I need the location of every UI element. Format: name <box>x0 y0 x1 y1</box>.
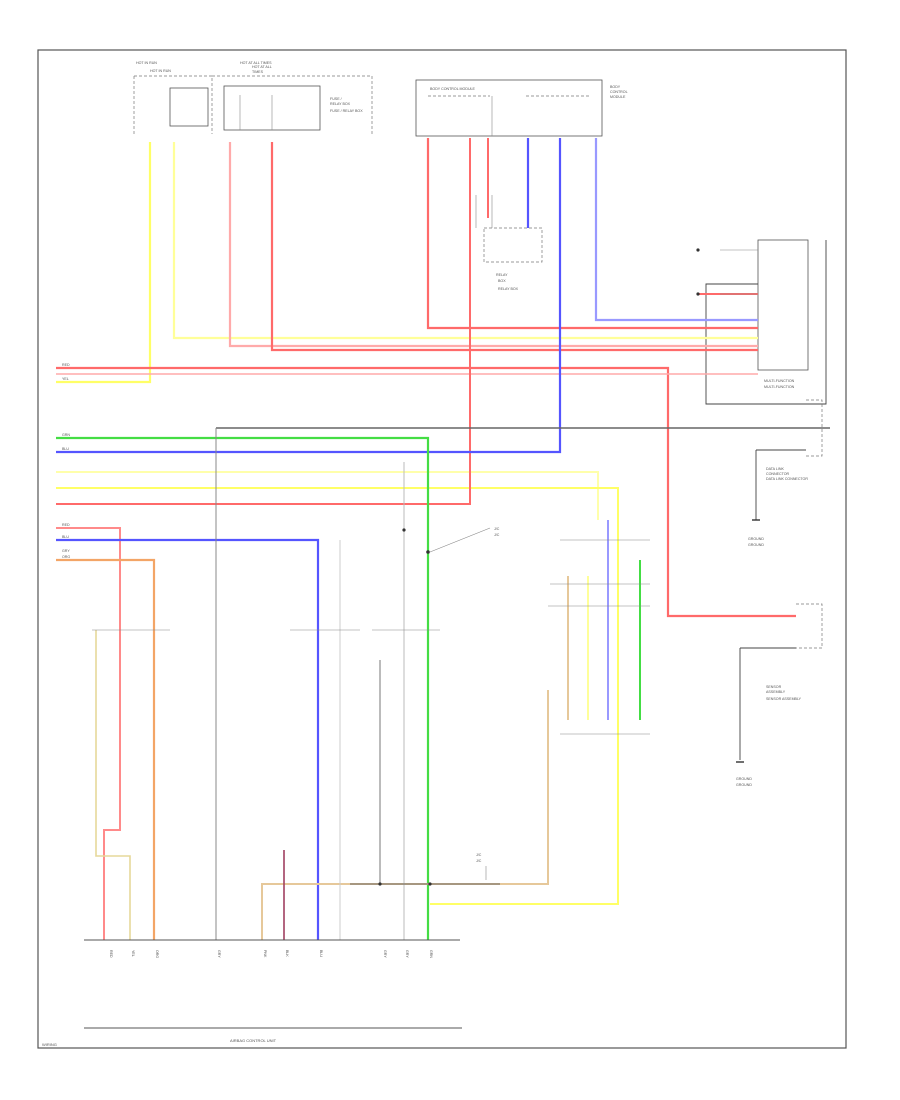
bottom-pin-labels: RED YEL ORG GRY PNK BLK BLU GRY GRY GRN <box>109 950 433 958</box>
svg-text:RED: RED <box>109 950 113 958</box>
wire-red-3 <box>56 366 796 618</box>
data-link-connector: DATA LINK CONNECTOR <box>755 399 823 520</box>
svg-text:BLK: BLK <box>285 950 289 957</box>
svg-text:BODY: BODY <box>610 85 621 89</box>
footer-caption: AIRBAG CONTROL UNIT <box>230 1038 277 1043</box>
svg-text:TIMES: TIMES <box>252 70 264 74</box>
right-lower-unit-label: SENSOR ASSEMBLY <box>766 697 802 701</box>
wire-green-1 <box>56 436 430 940</box>
svg-text:ASSEMBLY: ASSEMBLY <box>766 690 786 694</box>
svg-text:GRN: GRN <box>429 950 433 958</box>
joint-a-label: J/C <box>494 533 500 537</box>
junction-markers: J/C J/C <box>378 248 700 886</box>
svg-text:BLU: BLU <box>319 950 323 957</box>
left-wire-codes: RED YEL GRN BLU RED BLU GRY ORG <box>62 363 70 559</box>
svg-text:PNK: PNK <box>263 950 267 958</box>
wire-red-4 <box>56 138 471 505</box>
svg-text:YEL: YEL <box>131 950 135 957</box>
wire-yellow-1 <box>56 142 152 384</box>
ground-symbol-a: GROUND <box>748 519 764 541</box>
right-connector-label: MULTI-FUNCTION <box>764 385 795 389</box>
diagram-frame <box>37 49 847 1049</box>
svg-text:RELAY BOX: RELAY BOX <box>330 102 351 106</box>
svg-text:BOX: BOX <box>498 279 506 283</box>
fuse-box <box>212 75 373 134</box>
svg-text:GRN: GRN <box>62 433 70 437</box>
svg-text:HOT IN RUN: HOT IN RUN <box>150 69 171 73</box>
svg-text:ORG: ORG <box>155 950 159 958</box>
ground-symbol-b: GROUND <box>736 761 752 781</box>
wire-blue-4 <box>56 538 320 940</box>
fuse-block-left-label: HOT IN RUN <box>136 61 157 65</box>
multi-function-connector: MULTI-FUNCTION <box>705 239 827 405</box>
svg-text:YEL: YEL <box>62 377 69 381</box>
ground-b-label: GROUND <box>736 783 752 787</box>
right-mid-connector-label: DATA LINK CONNECTOR <box>766 477 808 481</box>
svg-text:BLU: BLU <box>62 535 69 539</box>
svg-text:DATA LINK: DATA LINK <box>766 467 784 471</box>
svg-text:ORG: ORG <box>62 555 70 559</box>
fuse-block-mid-label: HOT AT ALL TIMES <box>240 61 272 65</box>
wire-blue-1 <box>56 138 562 454</box>
svg-text:SENSOR: SENSOR <box>766 685 782 689</box>
svg-text:GRY: GRY <box>405 950 409 958</box>
svg-text:RED: RED <box>62 363 70 367</box>
wire-red-1 <box>270 142 758 352</box>
inline-connectors <box>92 249 758 735</box>
footer-code: WIRING <box>42 1042 57 1047</box>
svg-text:GRY: GRY <box>62 549 70 553</box>
svg-text:BLU: BLU <box>62 447 69 451</box>
svg-text:FUSE /: FUSE / <box>330 97 342 101</box>
svg-text:GRY: GRY <box>383 950 387 958</box>
svg-text:MODULE: MODULE <box>610 95 626 99</box>
svg-text:RELAY: RELAY <box>496 273 508 277</box>
wire-yellow-3 <box>56 471 599 520</box>
wire-orange-1 <box>56 558 156 940</box>
svg-text:MULTI-FUNCTION: MULTI-FUNCTION <box>764 379 795 383</box>
airbag-control-unit-connector <box>84 939 462 1029</box>
top-right-unit-label: BODY CONTROL MODULE <box>430 87 476 91</box>
ground-a-label: GROUND <box>748 543 764 547</box>
svg-text:J/C: J/C <box>476 859 482 863</box>
svg-text:CONNECTOR: CONNECTOR <box>766 472 789 476</box>
svg-text:RED: RED <box>62 523 70 527</box>
sensor-assembly: SENSOR ASSEMBLY <box>739 603 823 760</box>
wire-tan-1 <box>261 690 549 940</box>
svg-text:GROUND: GROUND <box>736 777 752 781</box>
wire-yellow-4 <box>56 487 619 905</box>
fuse-box-label: FUSE / RELAY BOX <box>330 109 363 113</box>
wire-red-2 <box>426 138 758 330</box>
wire-yellow-2 <box>172 142 758 340</box>
fuse-block-hot-in-run <box>133 75 213 134</box>
wire-tan-2 <box>95 630 131 940</box>
relay-box: RELAY BOX <box>475 195 543 283</box>
relay-label: RELAY BOX <box>498 287 519 291</box>
top-annotations: HOT IN RUN HOT AT ALL TIMES FUSE / RELAY… <box>150 65 628 106</box>
svg-text:J/C: J/C <box>494 527 500 531</box>
wire-pink-1 <box>228 142 758 348</box>
svg-text:GRY: GRY <box>217 950 221 958</box>
svg-text:HOT AT ALL: HOT AT ALL <box>252 65 272 69</box>
wire-red-5 <box>56 527 121 940</box>
wire-blue-2 <box>594 138 758 322</box>
svg-text:CONTROL: CONTROL <box>610 90 628 94</box>
joint-b-label: J/C <box>476 853 482 857</box>
body-control-module <box>415 79 603 137</box>
svg-text:GROUND: GROUND <box>748 537 764 541</box>
